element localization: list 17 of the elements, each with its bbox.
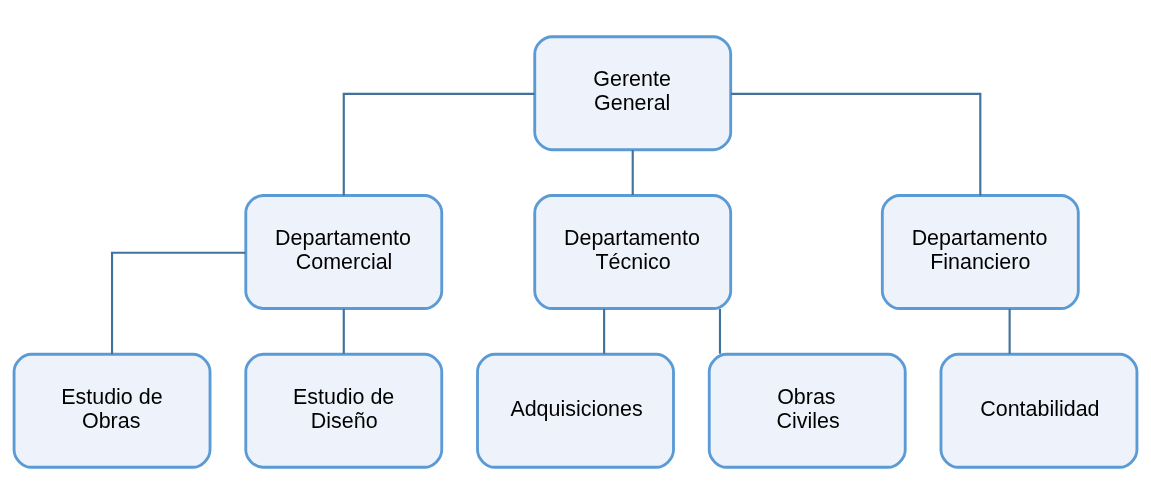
node-box: Departamento Financiero bbox=[880, 194, 1080, 310]
connector bbox=[342, 92, 535, 196]
node-box: Estudio de Obras bbox=[12, 352, 212, 469]
connector bbox=[718, 308, 722, 354]
node-box: Contabilidad bbox=[939, 352, 1139, 469]
connector bbox=[730, 92, 982, 196]
connector bbox=[631, 150, 634, 195]
node-box: Departamento Técnico bbox=[533, 194, 733, 310]
connector bbox=[1008, 308, 1011, 354]
connector bbox=[342, 308, 345, 354]
node-box: Estudio de Diseño bbox=[244, 352, 444, 469]
node-box: Obras Civiles bbox=[707, 352, 907, 469]
connector bbox=[603, 308, 606, 354]
node-box: Gerente General bbox=[533, 35, 733, 152]
connector bbox=[110, 251, 246, 355]
node-box: Adquisiciones bbox=[476, 352, 675, 469]
node-box: Departamento Comercial bbox=[244, 194, 444, 310]
